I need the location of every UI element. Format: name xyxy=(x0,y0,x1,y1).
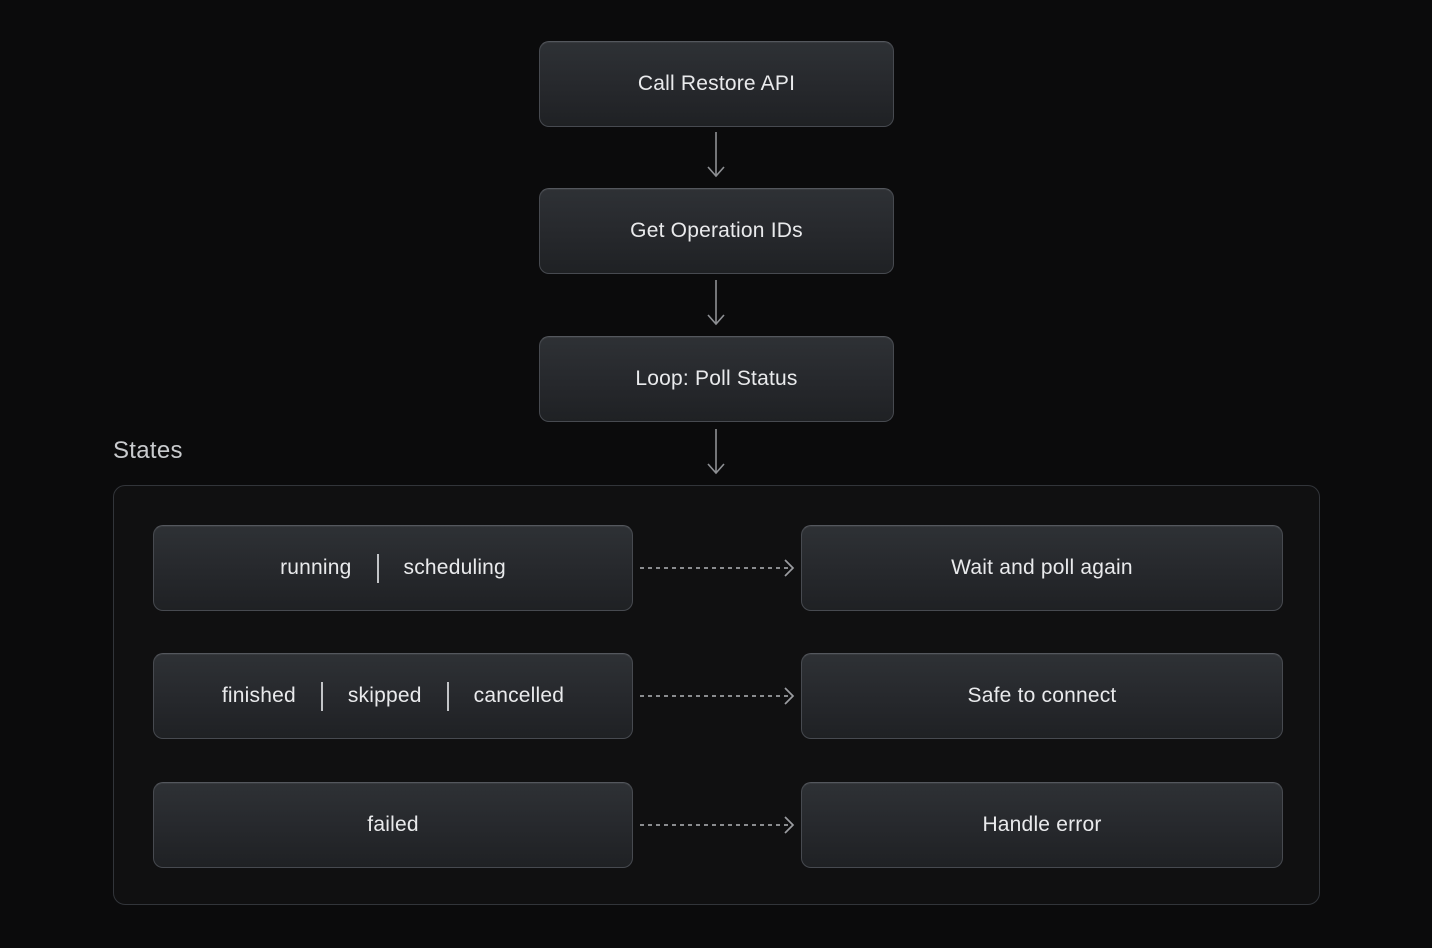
state-separator xyxy=(446,681,449,711)
state-separator xyxy=(376,553,379,583)
dashed-arrow-right-icon xyxy=(640,687,795,705)
action-box-safe-to-connect: Safe to connect xyxy=(801,653,1283,739)
states-list: finished skipped cancelled xyxy=(221,681,565,711)
states-list: failed xyxy=(367,813,418,837)
state-label: finished xyxy=(221,684,296,707)
state-separator xyxy=(320,681,323,711)
action-label: Safe to connect xyxy=(967,684,1117,707)
flow-step-call-restore-api: Call Restore API xyxy=(539,41,894,127)
states-box-failed: failed xyxy=(153,782,633,868)
dashed-arrow-right-icon xyxy=(640,816,795,834)
state-label: running xyxy=(280,556,352,579)
state-label: failed xyxy=(367,813,419,836)
flow-step-loop-poll-status: Loop: Poll Status xyxy=(539,336,894,422)
states-list: running scheduling xyxy=(280,553,506,583)
arrow-down-icon xyxy=(707,280,725,326)
action-box-wait-and-poll-again: Wait and poll again xyxy=(801,525,1283,611)
arrow-down-icon xyxy=(707,132,725,178)
arrow-down-icon xyxy=(707,429,725,475)
state-label: cancelled xyxy=(473,684,565,707)
states-box-finished-skipped-cancelled: finished skipped cancelled xyxy=(153,653,633,739)
flow-step-get-operation-ids: Get Operation IDs xyxy=(539,188,894,274)
flow-step-label: Loop: Poll Status xyxy=(635,367,798,390)
dashed-arrow-right-icon xyxy=(640,559,795,577)
states-box-running-scheduling: running scheduling xyxy=(153,525,633,611)
action-label: Wait and poll again xyxy=(951,556,1133,579)
action-box-handle-error: Handle error xyxy=(801,782,1283,868)
flow-step-label: Get Operation IDs xyxy=(630,219,803,242)
states-container: running scheduling Wait and poll again fi… xyxy=(113,485,1320,905)
flow-step-label: Call Restore API xyxy=(637,72,796,95)
state-label: scheduling xyxy=(403,556,506,579)
states-section-title: States xyxy=(113,437,183,464)
action-label: Handle error xyxy=(982,813,1102,836)
state-label: skipped xyxy=(347,684,422,707)
